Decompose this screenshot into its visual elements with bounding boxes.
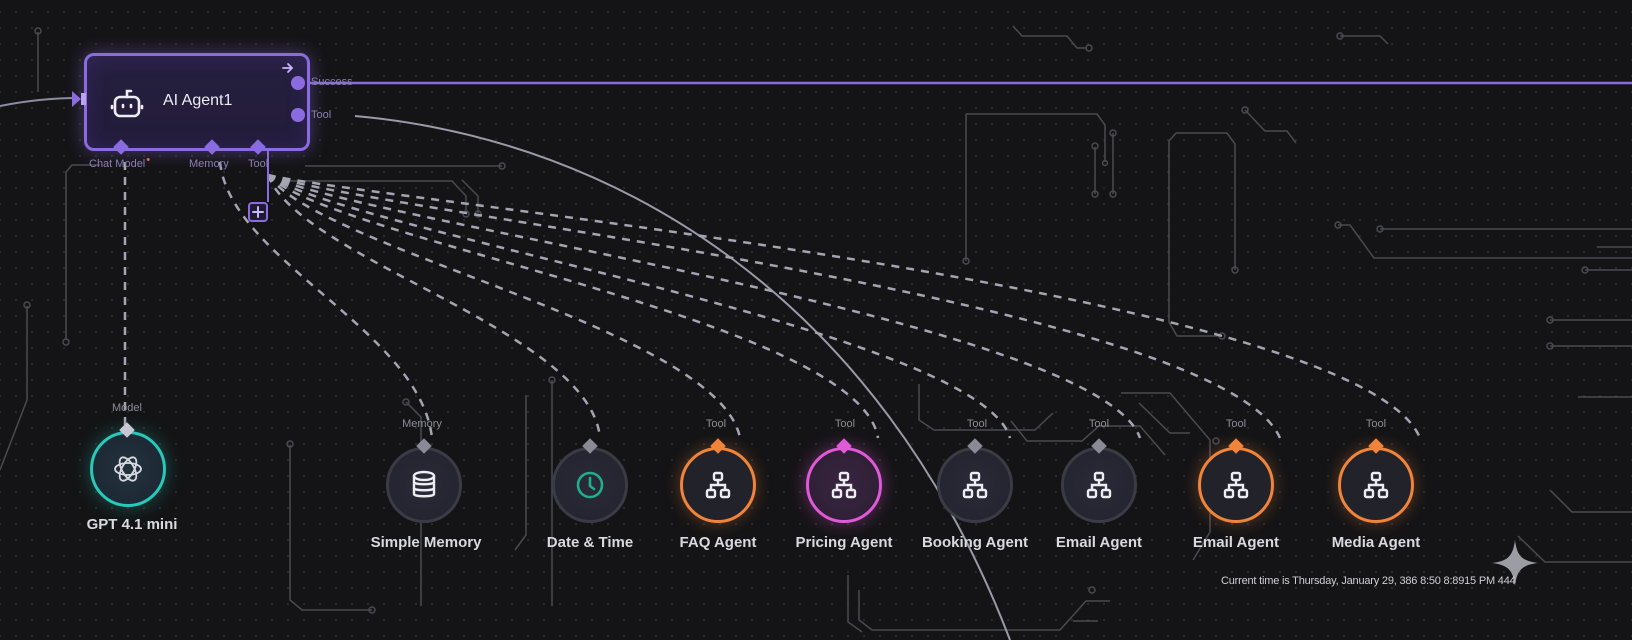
chat-model-label: Chat Model bbox=[89, 158, 149, 170]
sparkle-icon bbox=[1492, 540, 1538, 586]
sub-node-connections bbox=[123, 161, 1422, 439]
sitemap-icon bbox=[1086, 471, 1112, 499]
node-name: Pricing Agent bbox=[795, 534, 893, 551]
openai-icon bbox=[114, 456, 142, 482]
add-tool-button[interactable] bbox=[248, 202, 268, 222]
port-label: Memory bbox=[402, 418, 442, 430]
sitemap-icon bbox=[1223, 471, 1249, 499]
tool-output-connection bbox=[354, 115, 1011, 640]
gpt-node[interactable] bbox=[90, 431, 166, 507]
node-name: Booking Agent bbox=[921, 534, 1029, 551]
tool-output-handle[interactable] bbox=[291, 108, 305, 122]
status-text: Current time is Thursday, January 29, 38… bbox=[1221, 575, 1516, 587]
agent-title: AI Agent1 bbox=[163, 92, 233, 109]
email-agent-node-2[interactable] bbox=[1198, 447, 1274, 523]
node-name: Email Agent bbox=[1192, 534, 1280, 551]
database-icon bbox=[412, 470, 436, 498]
sitemap-icon bbox=[831, 471, 857, 499]
port-label: Tool bbox=[966, 418, 988, 430]
memory-label: Memory bbox=[189, 158, 229, 170]
input-connection bbox=[0, 97, 79, 107]
pricing-agent-node[interactable] bbox=[806, 447, 882, 523]
success-output-label: Success bbox=[311, 76, 353, 88]
port-label: Tool bbox=[1225, 418, 1247, 430]
success-output-handle[interactable] bbox=[291, 76, 305, 90]
plus-icon bbox=[252, 206, 264, 218]
tool-output-label: Tool bbox=[311, 109, 332, 121]
port-label: Tool bbox=[705, 418, 727, 430]
node-name: FAQ Agent bbox=[679, 534, 757, 551]
node-name: GPT 4.1 mini bbox=[86, 516, 178, 533]
arrow-right-icon[interactable] bbox=[281, 61, 295, 75]
port-label: Tool bbox=[1088, 418, 1110, 430]
robot-icon bbox=[110, 89, 144, 118]
node-name: Media Agent bbox=[1331, 534, 1421, 551]
booking-agent-node[interactable] bbox=[937, 447, 1013, 523]
email-agent-node[interactable] bbox=[1061, 447, 1137, 523]
node-name: Date & Time bbox=[546, 534, 634, 551]
clock-icon bbox=[576, 471, 604, 499]
simple-memory-node[interactable] bbox=[386, 447, 462, 523]
ai-agent-node[interactable]: AI Agent1 bbox=[84, 53, 310, 151]
port-label: Model bbox=[112, 402, 142, 414]
input-handle[interactable] bbox=[72, 91, 88, 107]
faq-agent-node[interactable] bbox=[680, 447, 756, 523]
sitemap-icon bbox=[705, 471, 731, 499]
port-label: Tool bbox=[834, 418, 856, 430]
media-agent-node[interactable] bbox=[1338, 447, 1414, 523]
sitemap-icon bbox=[962, 471, 988, 499]
port-label: Tool bbox=[1365, 418, 1387, 430]
date-time-node[interactable] bbox=[552, 447, 628, 523]
node-name: Email Agent bbox=[1055, 534, 1143, 551]
sitemap-icon bbox=[1363, 471, 1389, 499]
node-name: Simple Memory bbox=[370, 534, 482, 551]
tool-label: Tool bbox=[248, 158, 269, 170]
